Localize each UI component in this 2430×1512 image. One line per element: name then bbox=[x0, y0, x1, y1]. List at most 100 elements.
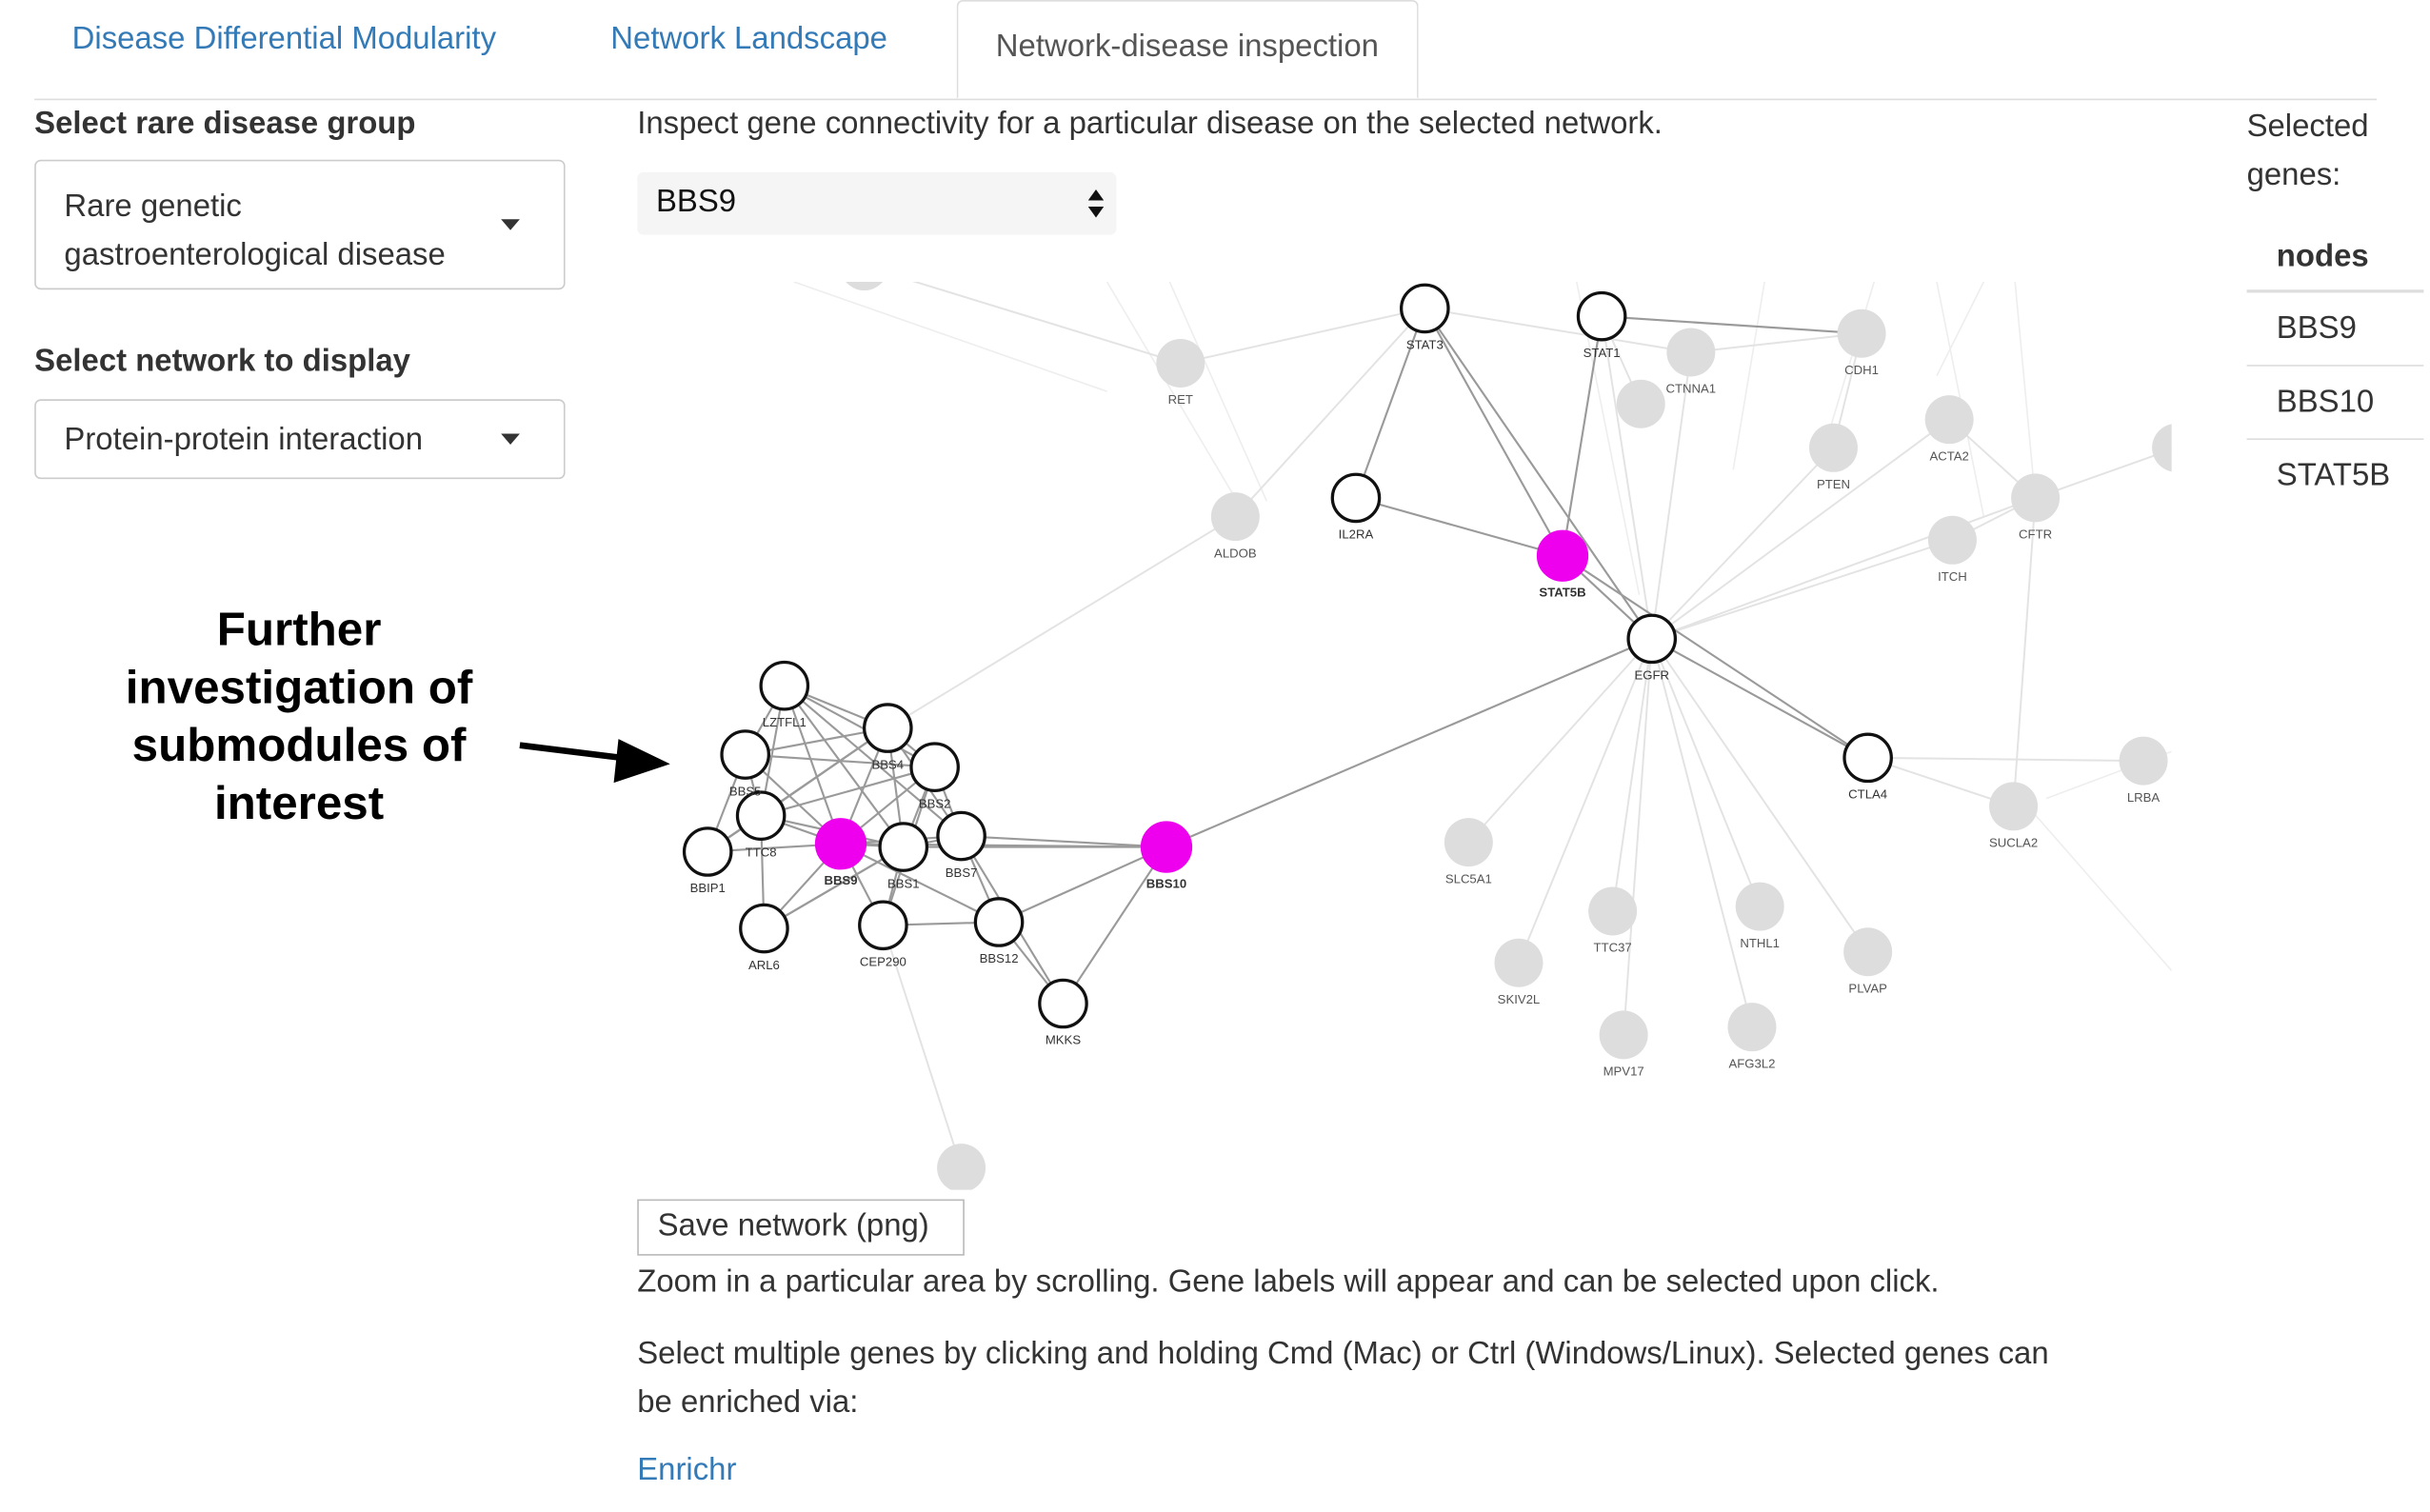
network-node[interactable] bbox=[2152, 424, 2172, 472]
network-node[interactable] bbox=[1588, 886, 1638, 936]
tab-network-landscape[interactable]: Network Landscape bbox=[610, 22, 887, 57]
network-node[interactable] bbox=[863, 703, 913, 753]
tab-network-disease-inspection[interactable]: Network-disease inspection bbox=[956, 0, 1419, 99]
network-node[interactable] bbox=[1576, 290, 1627, 342]
network-edge-faint bbox=[1650, 351, 1692, 640]
node-label: STAT1 bbox=[1583, 346, 1621, 360]
network-node[interactable] bbox=[2119, 736, 2168, 786]
network-node[interactable] bbox=[682, 826, 733, 877]
arrow-right-icon bbox=[519, 739, 670, 784]
network-edge bbox=[1602, 315, 1862, 335]
network-node[interactable] bbox=[1626, 613, 1678, 665]
node-label: TTC37 bbox=[1594, 941, 1632, 955]
node-label: ITCH bbox=[1938, 569, 1967, 584]
network-edge-faint bbox=[1234, 308, 1426, 518]
network-edge-faint bbox=[1650, 638, 1869, 953]
network-node[interactable] bbox=[1837, 308, 1886, 358]
node-label: LRBA bbox=[2127, 790, 2161, 805]
network-node[interactable] bbox=[1156, 338, 1205, 388]
network-edge-faint bbox=[1623, 638, 1653, 1035]
caret-down-icon bbox=[501, 433, 520, 445]
node-label: BBS2 bbox=[919, 796, 951, 810]
network-edge bbox=[1561, 315, 1603, 556]
network-node[interactable] bbox=[739, 903, 789, 954]
network-node[interactable] bbox=[1666, 328, 1716, 377]
save-network-button[interactable]: Save network (png) bbox=[637, 1199, 965, 1256]
network-node[interactable] bbox=[1808, 423, 1858, 472]
network-edge bbox=[784, 685, 963, 837]
network-node[interactable] bbox=[1616, 379, 1665, 428]
network-node[interactable] bbox=[1727, 1003, 1777, 1052]
tab-disease-differential-modularity[interactable]: Disease Differential Modularity bbox=[71, 22, 497, 57]
table-row[interactable]: STAT5B bbox=[2276, 458, 2391, 493]
network-node[interactable] bbox=[840, 281, 888, 291]
network-node[interactable] bbox=[1494, 938, 1544, 987]
network-node[interactable] bbox=[720, 729, 770, 780]
network-edge-faint bbox=[1611, 638, 1653, 912]
network-node[interactable] bbox=[1140, 821, 1193, 873]
selected-genes-title: Selected genes: bbox=[2247, 104, 2420, 201]
network-graph[interactable]: STAT3STAT1IL2RASTAT5BEGFRCTLA4LZTFL1BBS4… bbox=[637, 281, 2172, 1190]
network-edge-faint bbox=[2012, 497, 2037, 806]
table-row[interactable]: BBS9 bbox=[2246, 292, 2424, 367]
gene-select[interactable]: BBS9 bbox=[637, 171, 1117, 235]
network-label: Select network to display bbox=[34, 344, 410, 379]
network-edge bbox=[784, 685, 936, 768]
node-label: EGFR bbox=[1634, 668, 1669, 683]
network-node[interactable] bbox=[909, 742, 960, 793]
network-select[interactable]: Protein-protein interaction bbox=[34, 399, 566, 480]
network-node[interactable] bbox=[937, 1144, 986, 1190]
network-edge bbox=[745, 753, 935, 768]
network-edge-faint bbox=[1651, 496, 2036, 640]
annotation-line: Further bbox=[216, 604, 382, 656]
network-edge bbox=[961, 834, 1167, 848]
node-label: PTEN bbox=[1817, 477, 1850, 491]
network-node[interactable] bbox=[1038, 978, 1088, 1029]
network-node[interactable] bbox=[1924, 395, 1974, 445]
disease-group-label: Select rare disease group bbox=[34, 106, 416, 141]
network-node[interactable] bbox=[973, 897, 1025, 947]
node-label: CDH1 bbox=[1844, 363, 1879, 377]
network-node[interactable] bbox=[878, 822, 929, 872]
network-node[interactable] bbox=[1843, 927, 1893, 977]
node-label: CTNNA1 bbox=[1666, 382, 1717, 396]
network-edge-faint bbox=[1650, 638, 1762, 907]
network-node[interactable] bbox=[1927, 515, 1977, 565]
network-node[interactable] bbox=[858, 900, 908, 951]
enrichr-link[interactable]: Enrichr bbox=[637, 1452, 737, 1488]
disease-group-select[interactable]: Rare genetic gastroenterological disease bbox=[34, 159, 566, 290]
network-node[interactable] bbox=[1400, 283, 1450, 334]
tab-bar: Disease Differential Modularity Network … bbox=[34, 0, 2378, 101]
network-node[interactable] bbox=[1842, 732, 1893, 784]
network-edge bbox=[1651, 637, 1869, 759]
select-help-line1: Select multiple genes by clicking and ho… bbox=[637, 1337, 2049, 1372]
network-node[interactable] bbox=[735, 790, 787, 841]
zoom-help-text: Zoom in a particular area by scrolling. … bbox=[637, 1264, 1940, 1300]
node-label: MPV17 bbox=[1603, 1064, 1644, 1079]
background-edge bbox=[1168, 281, 1267, 502]
background-edge bbox=[1826, 281, 1876, 439]
network-node[interactable] bbox=[1989, 782, 2039, 831]
node-label: ALDOB bbox=[1214, 546, 1257, 560]
network-node[interactable] bbox=[1536, 529, 1589, 582]
network-intro-text: Inspect gene connectivity for a particul… bbox=[637, 106, 1663, 141]
network-node[interactable] bbox=[1444, 818, 1493, 867]
network-edge-faint bbox=[1601, 315, 1653, 640]
network-node[interactable] bbox=[1735, 882, 1784, 931]
network-node[interactable] bbox=[2011, 473, 2061, 523]
network-node[interactable] bbox=[936, 810, 986, 862]
network-node[interactable] bbox=[1330, 472, 1382, 524]
disease-group-value-line2: gastroenterological disease bbox=[64, 237, 446, 273]
selected-nodes-table: nodes BBS9 BBS10 STAT5B bbox=[2246, 219, 2424, 513]
node-label: SLC5A1 bbox=[1445, 871, 1492, 885]
disease-group-value-line1: Rare genetic bbox=[64, 189, 242, 225]
network-node[interactable] bbox=[1210, 492, 1260, 542]
network-node[interactable] bbox=[814, 818, 867, 870]
network-node[interactable] bbox=[1599, 1010, 1648, 1060]
network-edge bbox=[763, 846, 905, 929]
network-edge bbox=[783, 685, 905, 848]
table-row[interactable]: BBS10 bbox=[2246, 367, 2424, 441]
gene-select-value: BBS9 bbox=[655, 185, 737, 220]
network-select-value: Protein-protein interaction bbox=[64, 422, 423, 458]
network-node[interactable] bbox=[759, 660, 810, 711]
